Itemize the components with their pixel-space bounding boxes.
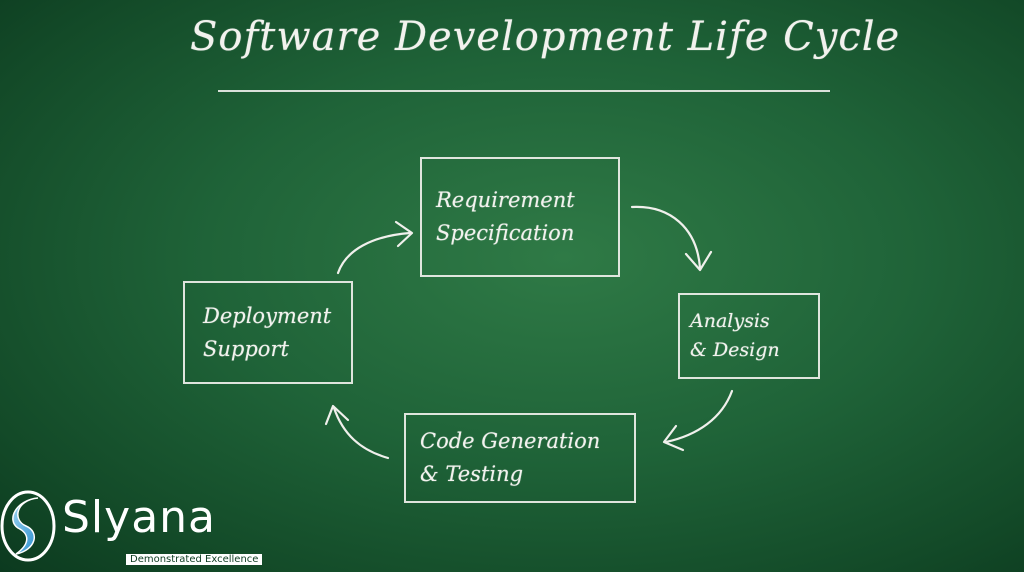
stage-label-line1: Requirement	[436, 188, 575, 213]
logo-wordmark: Slyana	[62, 492, 217, 543]
arrow-analysis-to-code	[662, 389, 734, 452]
company-logo: Slyana Demonstrated Excellence	[0, 484, 280, 572]
title-underline	[218, 90, 830, 92]
stage-label-line2: Support	[203, 336, 289, 361]
stage-analysis-design: Analysis & Design	[678, 293, 820, 379]
arrow-code-to-deployment	[324, 404, 390, 460]
diagram-title: Software Development Life Cycle	[190, 14, 901, 60]
stage-label-line2: Specification	[436, 221, 575, 245]
swirl-logo-icon	[0, 490, 56, 562]
stage-code-generation-testing: Code Generation & Testing	[404, 413, 636, 503]
stage-label-line2: & Testing	[420, 462, 524, 486]
stage-label-line2: & Design	[690, 339, 780, 361]
stage-label-line1: Analysis	[690, 309, 770, 332]
stage-requirement-specification: Requirement Specification	[420, 157, 620, 277]
stage-label-line1: Deployment	[203, 303, 332, 328]
stage-label-line1: Code Generation	[420, 429, 601, 454]
stage-deployment-support: Deployment Support	[183, 281, 353, 384]
arrow-deployment-to-requirement	[336, 220, 414, 275]
logo-tagline: Demonstrated Excellence	[126, 554, 263, 565]
arrow-requirement-to-analysis	[630, 205, 713, 272]
